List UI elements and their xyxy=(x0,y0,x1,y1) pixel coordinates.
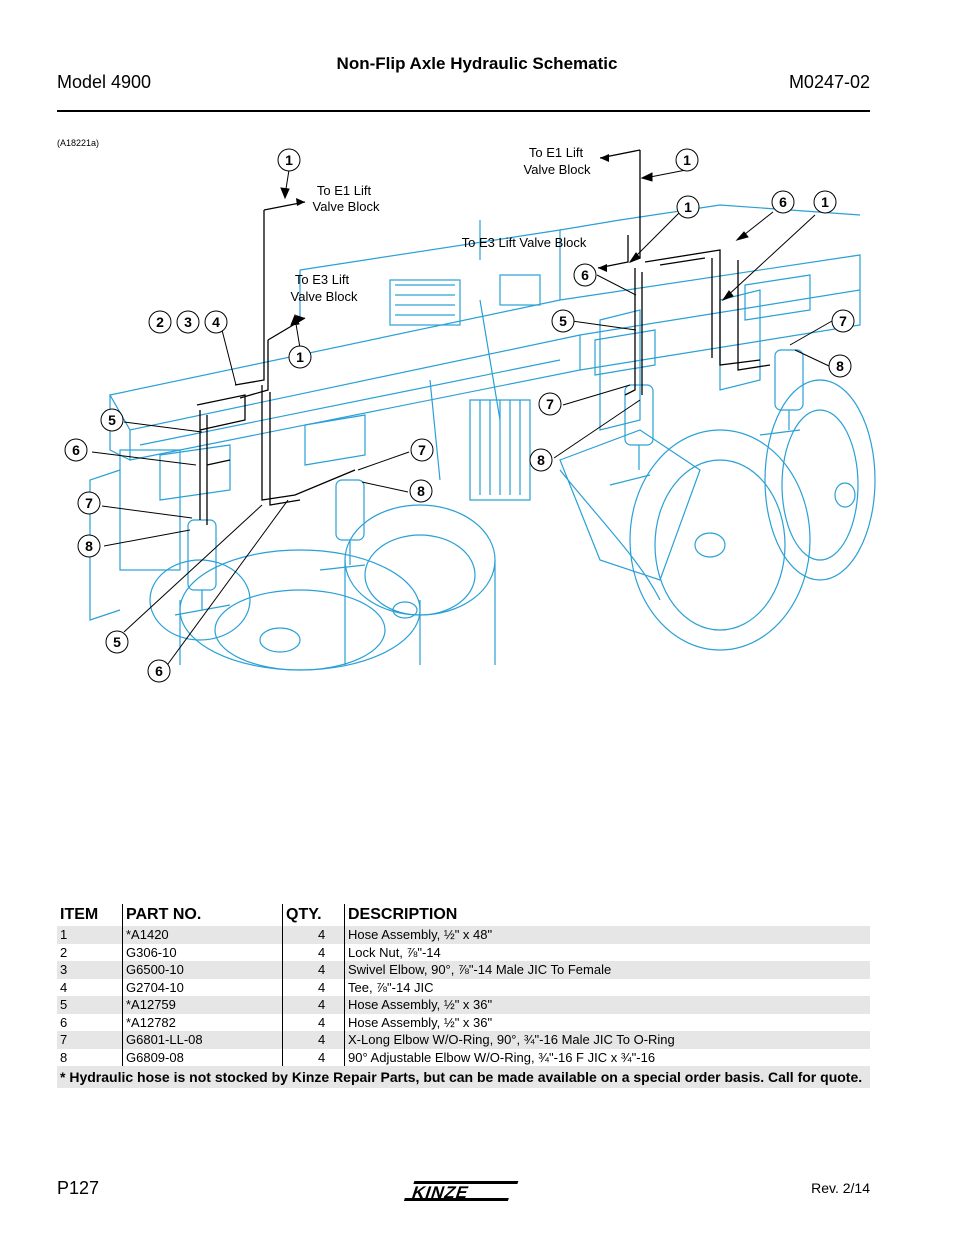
qty-cell: 4 xyxy=(282,1031,345,1049)
qty-cell: 4 xyxy=(282,996,345,1014)
description-cell: Hose Assembly, ½" x 36" xyxy=(344,996,870,1014)
callout-8: 8 xyxy=(85,538,93,554)
leader-lines xyxy=(91,169,833,669)
label-e1-left-line2: Valve Block xyxy=(313,199,380,214)
description-cell: Hose Assembly, ½" x 48" xyxy=(344,926,870,944)
callout-5: 5 xyxy=(559,313,567,329)
qty-cell: 4 xyxy=(282,961,345,979)
callout-8: 8 xyxy=(417,483,425,499)
label-e3-right: To E3 Lift Valve Block xyxy=(462,235,587,250)
callout-7: 7 xyxy=(418,442,426,458)
callout-1: 1 xyxy=(285,152,293,168)
callout-1: 1 xyxy=(821,194,829,210)
document-code: M0247-02 xyxy=(788,72,870,92)
description-cell: Tee, ⅞"-14 JIC xyxy=(344,978,870,996)
callout-3: 3 xyxy=(184,314,192,330)
part-no-cell: G6809-08 xyxy=(122,1048,283,1066)
kinze-logo-mark: KINZE xyxy=(403,1181,519,1202)
column-header-description: DESCRIPTION xyxy=(344,904,870,926)
item-cell: 2 xyxy=(60,944,68,960)
part-no-cell: *A12759 xyxy=(122,996,283,1014)
label-e3-left-line2: Valve Block xyxy=(291,289,358,304)
description-cell: Hose Assembly, ½" x 36" xyxy=(344,1013,870,1031)
item-cell: 1 xyxy=(57,926,123,944)
label-e3-left-line1: To E3 Lift xyxy=(295,272,350,287)
callout-4: 4 xyxy=(212,314,220,330)
part-no-cell: *A1420 xyxy=(122,926,283,944)
hydraulic-schematic-diagram: 1 1 2 3 4 5 6 7 8 5 6 7 8 1 1 6 1 6 5 7 … xyxy=(64,145,876,683)
qty-cell: 4 xyxy=(282,978,345,996)
item-cell: 7 xyxy=(57,1031,123,1049)
part-no-cell: G6500-10 xyxy=(122,961,283,979)
hose-availability-note: * Hydraulic hose is not stocked by Kinze… xyxy=(57,1066,870,1088)
table-row: 7 G6801-LL-08 4 X-Long Elbow W/O-Ring, 9… xyxy=(57,1031,870,1049)
table-row: 3 G6500-10 4 Swivel Elbow, 90°, ⅞"-14 Ma… xyxy=(57,961,870,979)
figure-id: (A18221a) xyxy=(57,138,100,148)
callout-1: 1 xyxy=(296,349,304,365)
callout-5: 5 xyxy=(113,634,121,650)
hose-end-arrows xyxy=(296,154,609,323)
kinze-logo: KINZE xyxy=(403,1176,524,1211)
table-row: 2 G306-10 4 Lock Nut, ⅞"-14 xyxy=(57,943,870,961)
callout-1: 1 xyxy=(684,199,692,215)
callout-8: 8 xyxy=(836,358,844,374)
item-cell: 4 xyxy=(60,979,68,995)
column-header-item: ITEM xyxy=(60,906,99,923)
callout-circles xyxy=(64,148,855,683)
callout-1: 1 xyxy=(683,152,691,168)
logo-text: KINZE xyxy=(410,1182,472,1201)
description-cell: Lock Nut, ⅞"-14 xyxy=(344,943,870,961)
column-header-qty: QTY. xyxy=(282,904,345,926)
callout-6: 6 xyxy=(72,442,80,458)
part-no-cell: *A12782 xyxy=(122,1013,283,1031)
parts-table: ITEM PART NO. QTY. DESCRIPTION 1 *A1420 … xyxy=(57,904,870,1088)
part-no-cell: G306-10 xyxy=(122,943,283,961)
table-row: 1 *A1420 4 Hose Assembly, ½" x 48" xyxy=(57,926,870,944)
callout-2: 2 xyxy=(156,314,164,330)
table-note-row: * Hydraulic hose is not stocked by Kinze… xyxy=(57,1066,870,1088)
page-number: P127 xyxy=(57,1178,100,1198)
item-cell: 5 xyxy=(57,996,123,1014)
callout-6: 6 xyxy=(155,663,163,679)
part-no-cell: G2704-10 xyxy=(122,978,283,996)
table-row: 4 G2704-10 4 Tee, ⅞"-14 JIC xyxy=(57,978,870,996)
qty-cell: 4 xyxy=(282,1048,345,1066)
qty-cell: 4 xyxy=(282,1013,345,1031)
table-row: 5 *A12759 4 Hose Assembly, ½" x 36" xyxy=(57,996,870,1014)
label-e1-right-line1: To E1 Lift xyxy=(529,145,584,160)
item-cell: 6 xyxy=(60,1014,68,1030)
qty-cell: 4 xyxy=(282,943,345,961)
item-cell: 3 xyxy=(57,961,123,979)
callout-7: 7 xyxy=(546,396,554,412)
callout-7: 7 xyxy=(839,313,847,329)
callout-6: 6 xyxy=(779,194,787,210)
callout-7: 7 xyxy=(85,495,93,511)
table-header-row: ITEM PART NO. QTY. DESCRIPTION xyxy=(57,904,870,926)
description-cell: X-Long Elbow W/O-Ring, 90°, ¾"-16 Male J… xyxy=(344,1031,870,1049)
label-e1-right-line2: Valve Block xyxy=(524,162,591,177)
description-cell: Swivel Elbow, 90°, ⅞"-14 Male JIC To Fem… xyxy=(344,961,870,979)
column-header-part-no: PART NO. xyxy=(122,904,283,926)
description-cell: 90° Adjustable Elbow W/O-Ring, ¾"-16 F J… xyxy=(344,1048,870,1066)
machine-illustration xyxy=(89,204,876,671)
header-divider xyxy=(57,110,870,112)
page-title: Non-Flip Axle Hydraulic Schematic xyxy=(336,54,618,73)
callout-8: 8 xyxy=(537,452,545,468)
table-row: 8 G6809-08 4 90° Adjustable Elbow W/O-Ri… xyxy=(57,1048,870,1066)
table-row: 6 *A12782 4 Hose Assembly, ½" x 36" xyxy=(57,1013,870,1031)
label-e1-left-line1: To E1 Lift xyxy=(317,183,372,198)
item-cell: 8 xyxy=(60,1049,68,1065)
callout-numbers: 1 1 2 3 4 5 6 7 8 5 6 7 8 1 1 6 1 6 5 7 … xyxy=(72,152,847,679)
revision-label: Rev. 2/14 xyxy=(811,1180,870,1196)
destination-labels: To E1 Lift Valve Block To E3 Lift Valve … xyxy=(291,145,591,304)
part-no-cell: G6801-LL-08 xyxy=(122,1031,283,1049)
callout-6: 6 xyxy=(581,267,589,283)
model-label: Model 4900 xyxy=(57,72,152,92)
qty-cell: 4 xyxy=(282,926,345,944)
callout-5: 5 xyxy=(108,412,116,428)
